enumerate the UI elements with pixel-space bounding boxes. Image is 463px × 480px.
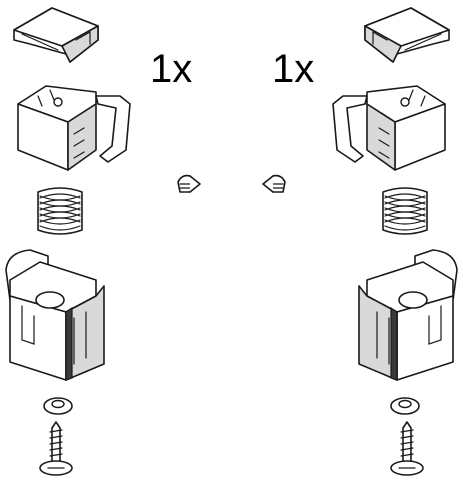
right-clip-holder — [332, 85, 446, 171]
right-washer — [390, 397, 420, 415]
left-small-screw — [177, 174, 201, 193]
right-spring — [382, 187, 428, 235]
left-quantity-label: 1x — [150, 47, 192, 91]
left-top-cap — [13, 7, 99, 63]
right-small-screw — [262, 174, 286, 193]
right-hinge-bracket — [358, 249, 458, 381]
left-washer — [43, 397, 73, 415]
left-hinge-bracket — [5, 249, 105, 381]
left-long-screw — [39, 421, 73, 476]
right-long-screw — [390, 421, 424, 476]
left-spring — [37, 187, 83, 235]
right-quantity-label: 1x — [272, 47, 314, 91]
right-top-cap — [364, 7, 450, 63]
left-clip-holder — [17, 85, 131, 171]
